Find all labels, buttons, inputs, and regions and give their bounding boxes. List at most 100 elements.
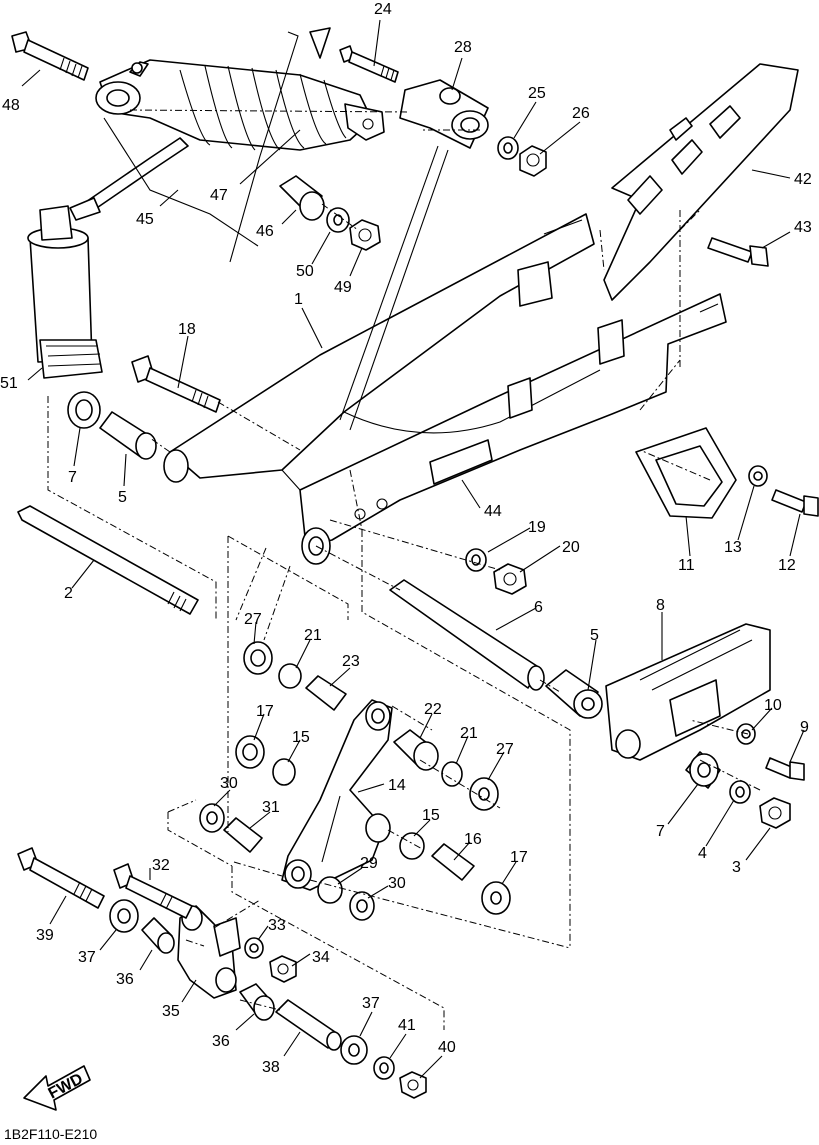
bushing-7-lower [685,751,721,789]
callout-29: 29 [360,855,378,872]
callout-26: 26 [572,105,590,122]
callout-18: 18 [178,321,196,338]
callout-50: 50 [296,263,314,280]
callout-38: 38 [262,1059,280,1076]
bushing-7-upper [67,391,101,429]
callout-33: 33 [268,917,286,934]
nut-3 [759,797,791,829]
collar-38 [275,999,342,1051]
callout-27-upper: 27 [244,611,262,628]
callout-31: 31 [262,799,280,816]
bearing-15-lower [399,832,425,860]
callout-9: 9 [800,719,809,736]
pivot-shaft [17,505,199,615]
forward-arrow-icon: FWD [23,1065,91,1111]
callout-3: 3 [732,859,741,876]
bearing-29 [317,876,343,904]
oil-seal-17-lower [481,881,511,915]
callout-16: 16 [464,831,482,848]
callout-11: 11 [678,557,695,574]
collar-36-lower [239,983,275,1021]
callout-5-lower: 5 [590,627,599,644]
collar-46 [279,175,325,221]
callout-5-upper: 5 [118,489,127,506]
washer-41 [373,1056,395,1080]
nut-49 [349,219,381,251]
chain-guard [603,63,799,301]
oil-seal-27-lower [469,777,499,811]
shock-assembly-lines [103,31,449,431]
oil-seal-27-upper [243,641,273,675]
callout-37-lower: 37 [362,995,380,1012]
callout-41: 41 [398,1017,416,1034]
oil-seal-30-lower [349,891,375,921]
bolt-32 [113,863,193,919]
bolt-9 [765,757,805,781]
callout-43: 43 [794,219,812,236]
callout-20: 20 [562,539,580,556]
callout-28: 28 [454,39,472,56]
callout-7-upper: 7 [68,469,77,486]
nut-40 [399,1071,427,1099]
callout-49: 49 [334,279,352,296]
callout-labels: 48 24 28 25 26 42 43 47 45 46 50 49 1 18… [0,1,812,1076]
nut-20 [493,563,527,595]
callout-6: 6 [534,599,543,616]
nut-26 [519,145,547,177]
callout-8: 8 [656,597,665,614]
washer-4 [729,780,751,804]
connecting-rod [177,905,241,999]
collar-23 [305,675,347,711]
oil-seal-17-upper [235,735,265,769]
callout-12: 12 [778,557,796,574]
oil-seal-30-upper [199,803,225,833]
chain-puller-11 [635,427,737,519]
callout-21-upper: 21 [304,627,322,644]
callout-51: 51 [0,375,18,392]
washer-19 [465,548,487,572]
callout-22: 22 [424,701,442,718]
callout-15-upper: 15 [292,729,310,746]
bolt-12 [771,489,819,517]
callout-25: 25 [528,85,546,102]
collar-16 [431,843,475,881]
bearing-21-lower [441,761,463,787]
callout-40: 40 [438,1039,456,1056]
bolt-18 [131,355,221,413]
chain-puller-8 [605,623,771,761]
hose-bracket [309,27,331,59]
washer-50 [326,207,350,233]
callout-17-lower: 17 [510,849,528,866]
washer-33 [244,937,264,959]
drawing-code: 1B2F110-E210 [4,1126,98,1142]
callout-19: 19 [528,519,546,536]
callout-14: 14 [388,777,406,794]
callout-4: 4 [698,845,707,862]
nut-34 [269,955,297,983]
assembly-center-lines [47,109,761,1030]
callout-21-lower: 21 [460,725,478,742]
callout-37-upper: 37 [78,949,96,966]
callout-27-lower: 27 [496,741,514,758]
collar-5-upper [99,411,157,460]
bolt-43 [707,237,769,267]
callout-7-lower: 7 [656,823,665,840]
rear-shock-absorber [95,59,385,151]
rear-arm [163,213,727,565]
oil-seal-37-lower [340,1035,368,1065]
callout-1: 1 [294,291,303,308]
bolt-39 [17,847,105,909]
callout-10: 10 [764,697,782,714]
callout-23: 23 [342,653,360,670]
callout-45: 45 [136,211,154,228]
callout-44: 44 [484,503,502,520]
washer-25 [497,136,519,160]
shaft-6 [389,579,545,691]
bearing-21-upper [278,663,302,689]
washer-13 [748,465,768,487]
callout-30-upper: 30 [220,775,238,792]
collar-36-upper [141,917,175,954]
shock-lower-bolt [11,31,89,81]
callout-15-lower: 15 [422,807,440,824]
collar-31 [223,817,263,853]
